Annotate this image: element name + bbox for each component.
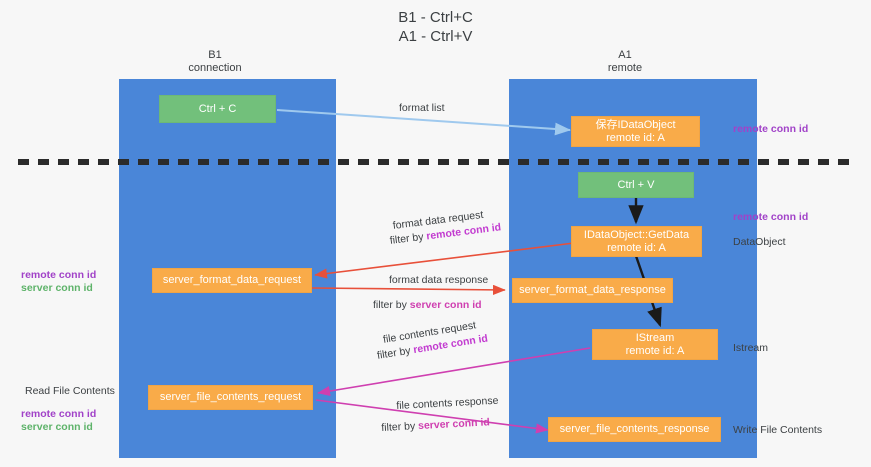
left-label-remote-conn-id-1: remote conn id [21, 269, 97, 281]
node-ctrl-v[interactable]: Ctrl + V [578, 172, 694, 198]
edge-caption-format-list: format list [399, 102, 445, 114]
left-label-server-conn-id-2: server conn id [21, 421, 93, 433]
edge-filter-file-contents-response: filter by server conn id [381, 415, 490, 435]
right-label-remote-conn-id-1: remote conn id [733, 123, 809, 135]
left-label-server-conn-id-1: server conn id [21, 282, 93, 294]
node-istream[interactable]: IStream remote id: A [592, 329, 718, 360]
node-server-format-data-response[interactable]: server_format_data_response [512, 278, 673, 303]
edge-filter-format-data-response: filter by server conn id [373, 298, 482, 312]
node-idataobject-getdata[interactable]: IDataObject::GetData remote id: A [571, 226, 702, 257]
filter-key-server-conn-id-2: server conn id [417, 416, 491, 433]
column-heading-a1: A1 remote [607, 49, 643, 74]
filter-prefix-4: filter by [381, 420, 419, 434]
edge-caption-format-data-response: format data response [389, 274, 489, 286]
diagram-title: B1 - Ctrl+C A1 - Ctrl+V [398, 9, 473, 45]
left-label-remote-conn-id-2: remote conn id [21, 408, 97, 420]
node-server-file-contents-request[interactable]: server_file_contents_request [148, 385, 313, 410]
column-heading-b1: B1 connection [188, 49, 242, 74]
edge-format-data-response [311, 284, 506, 295]
right-label-remote-conn-id-2: remote conn id [733, 211, 809, 223]
left-label-read-file-contents: Read File Contents [25, 385, 115, 397]
right-label-istream: Istream [733, 342, 769, 354]
node-server-file-contents-response[interactable]: server_file_contents_response [548, 417, 721, 442]
right-label-write-file-contents: Write File Contents [733, 424, 823, 436]
filter-prefix-1: filter by [389, 230, 428, 247]
node-ctrl-c[interactable]: Ctrl + C [159, 95, 276, 123]
filter-key-server-conn-id-1: server conn id [409, 299, 482, 311]
node-save-idataobject[interactable]: 保存IDataObject remote id: A [571, 116, 700, 147]
filter-prefix-3: filter by [376, 344, 415, 362]
edge-caption-file-contents-response: file contents response [396, 394, 499, 412]
filter-prefix-2: filter by [373, 299, 410, 311]
node-server-format-data-request[interactable]: server_format_data_request [152, 268, 312, 293]
right-label-dataobject: DataObject [733, 236, 786, 248]
